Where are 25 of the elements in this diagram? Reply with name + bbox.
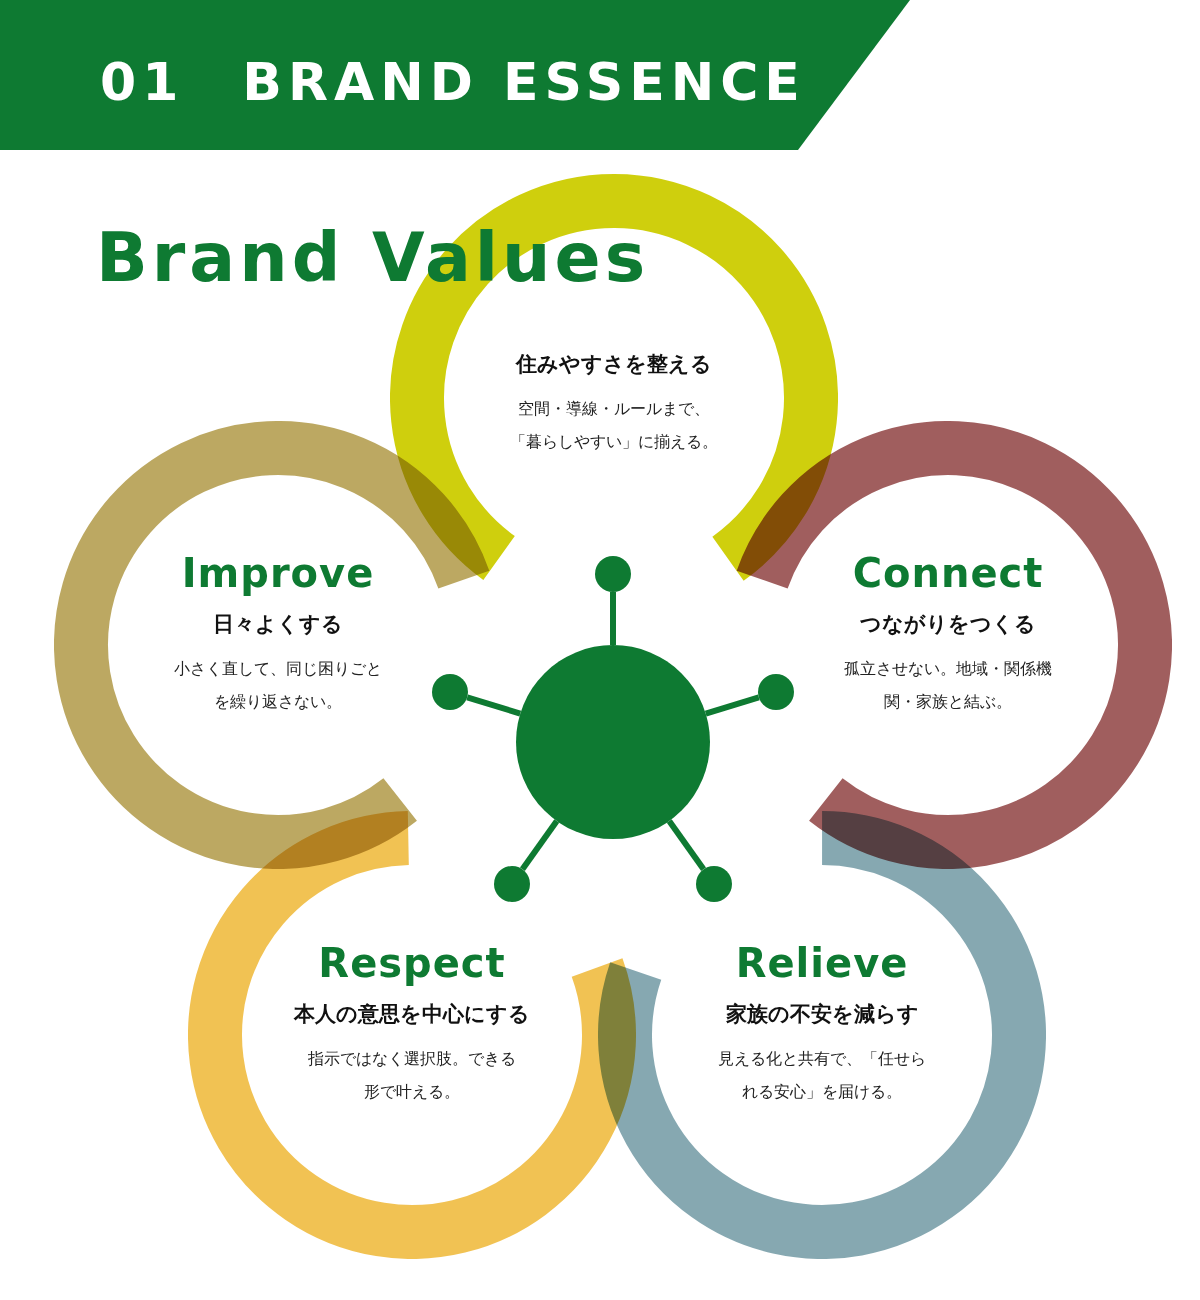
spoke-line (704, 694, 760, 717)
spoke-dot (758, 674, 794, 710)
value-title: Respect (317, 940, 507, 986)
value-description: 空間・導線・ルールまで、「暮らしやすい」に揃える。 (509, 398, 719, 453)
spoke-dot (432, 674, 468, 710)
value-description: 孤立させない。地域・関係機関・家族と結ぶ。 (843, 658, 1053, 713)
value-description: 指示ではなく選択肢。できる形で叶える。 (307, 1048, 517, 1103)
value-subtitle: 住みやすさを整える (514, 351, 713, 378)
spoke-line (610, 592, 616, 645)
value-subtitle: 家族の不安を減らす (724, 1001, 920, 1028)
spoke-dot (696, 866, 732, 902)
spoke-line (520, 819, 560, 872)
spoke-line (666, 819, 706, 872)
header-title: 01 BRAND ESSENCE (100, 51, 806, 114)
value-description: 小さく直して、同じ困りごとを繰り返さない。 (173, 658, 383, 713)
value-title: Improve (180, 550, 376, 596)
value-subtitle: つながりをつくる (859, 611, 1037, 638)
spoke-line (466, 694, 522, 717)
spoke-dot (494, 866, 530, 902)
value-title: Relieve (734, 940, 910, 986)
value-description: 見える化と共有で、「任せられる安心」を届ける。 (717, 1048, 927, 1103)
value-subtitle: 日々よくする (212, 611, 344, 638)
spoke-dot (595, 556, 631, 592)
value-title: Connect (851, 550, 1045, 596)
value-subtitle: 本人の意思を中心にする (292, 1001, 531, 1028)
